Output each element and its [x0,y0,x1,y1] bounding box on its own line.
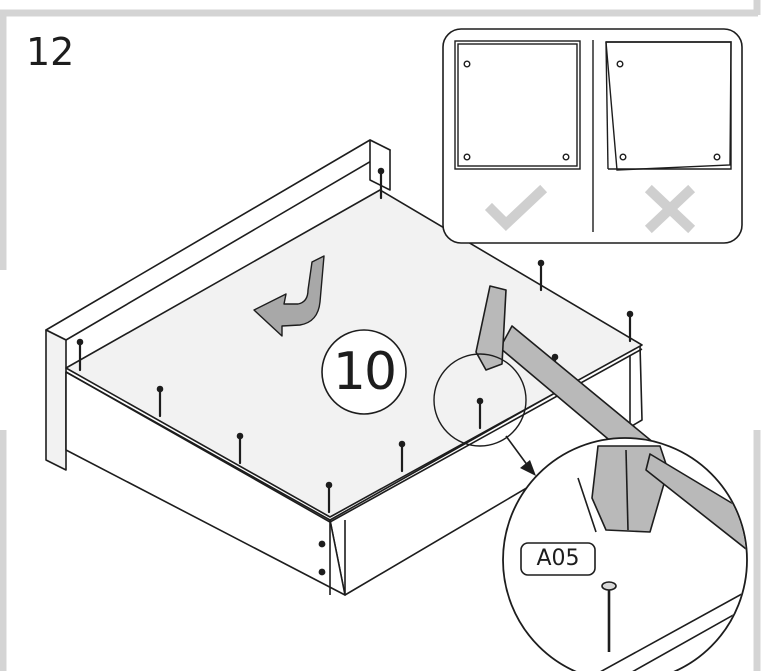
nail [156,385,164,418]
nail [398,440,406,473]
nail [325,481,333,514]
comparison-inset [442,28,743,244]
step-number: 12 [26,30,75,74]
nail [236,432,244,465]
detail-magnifier [502,437,748,671]
cross-icon [644,184,696,234]
callout-arrow-icon [505,435,536,476]
check-icon [484,184,548,231]
screw-holes [318,540,326,576]
nail [76,338,84,372]
nail [537,259,545,292]
nail-count-label: 10 [332,342,397,402]
count-badge [321,329,407,415]
part-code-box [520,542,596,576]
drawer-front-panel [45,139,391,471]
focus-circle [433,353,527,447]
incorrect-alignment [605,41,732,171]
nail [626,310,634,343]
correct-alignment [454,40,581,170]
direction-arrow-icon [253,255,325,337]
part-code-label: A05 [536,546,580,571]
nail [377,167,385,200]
nail [476,397,484,430]
